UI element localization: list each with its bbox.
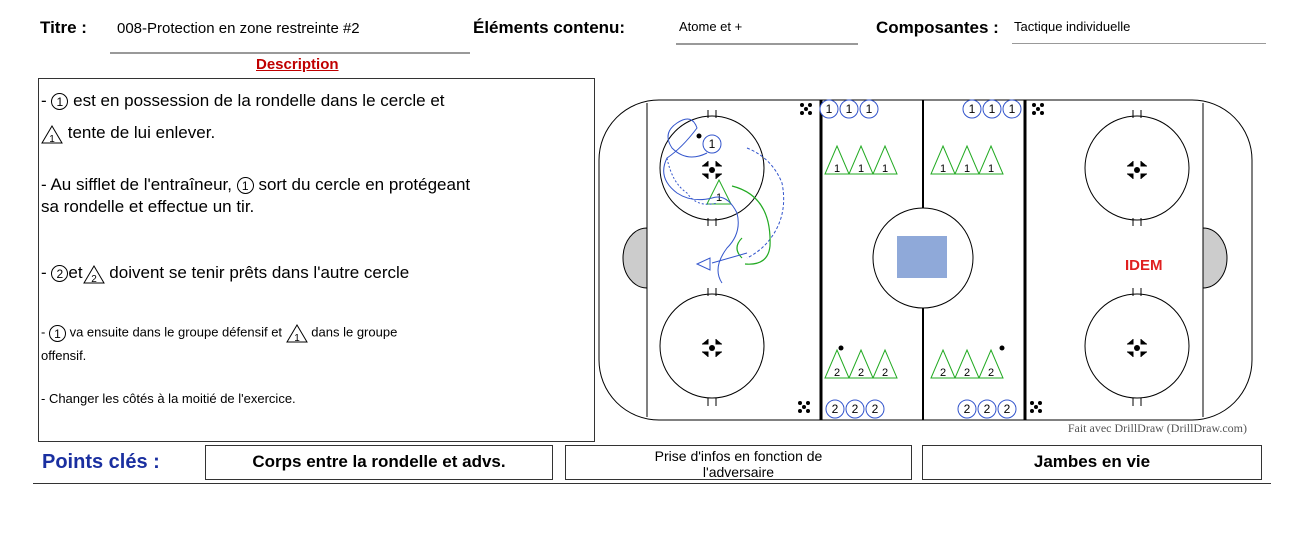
svg-text:2: 2	[964, 367, 970, 379]
desc-line-6: - 1 va ensuite dans le groupe défensif e…	[41, 324, 398, 344]
svg-text:1: 1	[964, 163, 970, 175]
composantes-underline	[1012, 43, 1266, 44]
opponents-top: 1 1 1 1 1 1	[824, 144, 1004, 175]
players-bottom: 2 2 2 2 2 2	[825, 399, 1017, 419]
puck-piles	[798, 103, 1044, 413]
svg-text:1: 1	[1009, 102, 1016, 116]
svg-text:2: 2	[984, 402, 991, 416]
svg-text:1: 1	[826, 102, 833, 116]
elements-value: Atome et +	[679, 19, 743, 34]
shot-line	[711, 252, 748, 264]
desc-line-1: - 1 est en possession de la rondelle dan…	[41, 91, 445, 111]
svg-text:2: 2	[91, 274, 97, 284]
composantes-label: Composantes :	[876, 18, 999, 37]
description-box: - 1 est en possession de la rondelle dan…	[38, 78, 595, 442]
svg-text:1: 1	[716, 192, 722, 204]
svg-text:1: 1	[709, 137, 716, 151]
key-point-1: Corps entre la rondelle et advs.	[205, 445, 553, 480]
shot-arrow-icon	[695, 257, 711, 271]
svg-text:2: 2	[964, 402, 971, 416]
svg-text:1: 1	[846, 102, 853, 116]
description-heading: Description	[256, 56, 339, 73]
svg-text:2: 2	[940, 367, 946, 379]
player-one-icon: 1	[51, 93, 69, 111]
desc-line-2: 1 tente de lui enlever.	[41, 123, 215, 145]
svg-text:2: 2	[832, 402, 839, 416]
key-point-2: Prise d'infos en fonction de l'adversair…	[565, 445, 912, 480]
svg-text:2: 2	[834, 367, 840, 379]
svg-text:1: 1	[294, 333, 300, 343]
faceoff-dots	[709, 167, 1140, 351]
title-value: 008-Protection en zone restreinte #2	[117, 20, 360, 37]
logo-icon	[897, 236, 947, 278]
puck-carrier-path	[663, 118, 739, 284]
rink-diagram: 1 1 1 1 1 1 2 2 2 2 2 2 1 1 1 1 1 1 2 2 …	[598, 99, 1253, 435]
key-points-label: Points clés :	[42, 451, 160, 473]
svg-text:1: 1	[882, 163, 888, 175]
svg-text:2: 2	[872, 402, 879, 416]
svg-text:2: 2	[1004, 402, 1011, 416]
title-underline	[110, 52, 470, 54]
player-one-icon-2: 1	[236, 177, 254, 195]
composantes-value: Tactique individuelle	[1014, 19, 1131, 34]
opponents-bottom: 2 2 2 2 2 2	[824, 348, 1004, 379]
defender-path	[731, 185, 771, 265]
puck-dots	[696, 133, 1005, 351]
stickhandle-path	[666, 157, 718, 205]
crease-left	[622, 227, 648, 289]
svg-text:2: 2	[988, 367, 994, 379]
crease-right	[1202, 227, 1228, 289]
players-top: 1 1 1 1 1 1	[819, 99, 1022, 119]
svg-text:2: 2	[852, 402, 859, 416]
drilldraw-credit: Fait avec DrillDraw (DrillDraw.com)	[1068, 421, 1247, 435]
key-point-3: Jambes en vie	[922, 445, 1262, 480]
svg-text:1: 1	[969, 102, 976, 116]
svg-text:1: 1	[988, 163, 994, 175]
desc-line-3: - Au sifflet de l'entraîneur, 1 sort du …	[41, 175, 471, 195]
svg-text:1: 1	[866, 102, 873, 116]
player-two-icon: 2	[51, 265, 69, 283]
opponent-two-icon: 2	[82, 264, 105, 285]
desc-line-4: sa rondelle et effectue un tir.	[41, 197, 255, 216]
idem-label: IDEM	[1125, 257, 1163, 274]
svg-text:1: 1	[834, 163, 840, 175]
svg-text:1: 1	[49, 134, 55, 144]
faceoff-hashes	[702, 110, 1147, 406]
wavy-path	[746, 147, 785, 259]
elements-label: Éléments contenu:	[473, 18, 626, 37]
defender-stop	[736, 237, 743, 259]
faceoff-circles	[659, 115, 1190, 399]
svg-text:2: 2	[882, 367, 888, 379]
svg-text:2: 2	[858, 367, 864, 379]
svg-text:1: 1	[858, 163, 864, 175]
elements-underline	[676, 43, 858, 45]
bottom-rule	[33, 483, 1271, 484]
player-one-icon-3: 1	[48, 324, 66, 342]
svg-text:1: 1	[989, 102, 996, 116]
title-label: Titre :	[40, 18, 87, 37]
desc-line-8: - Changer les côtés à la moitié de l'exe…	[41, 391, 296, 406]
svg-text:1: 1	[940, 163, 946, 175]
opponent-one-icon-2: 1	[285, 324, 308, 344]
opponent-one-icon: 1	[41, 124, 63, 145]
desc-line-7: offensif.	[41, 348, 87, 363]
